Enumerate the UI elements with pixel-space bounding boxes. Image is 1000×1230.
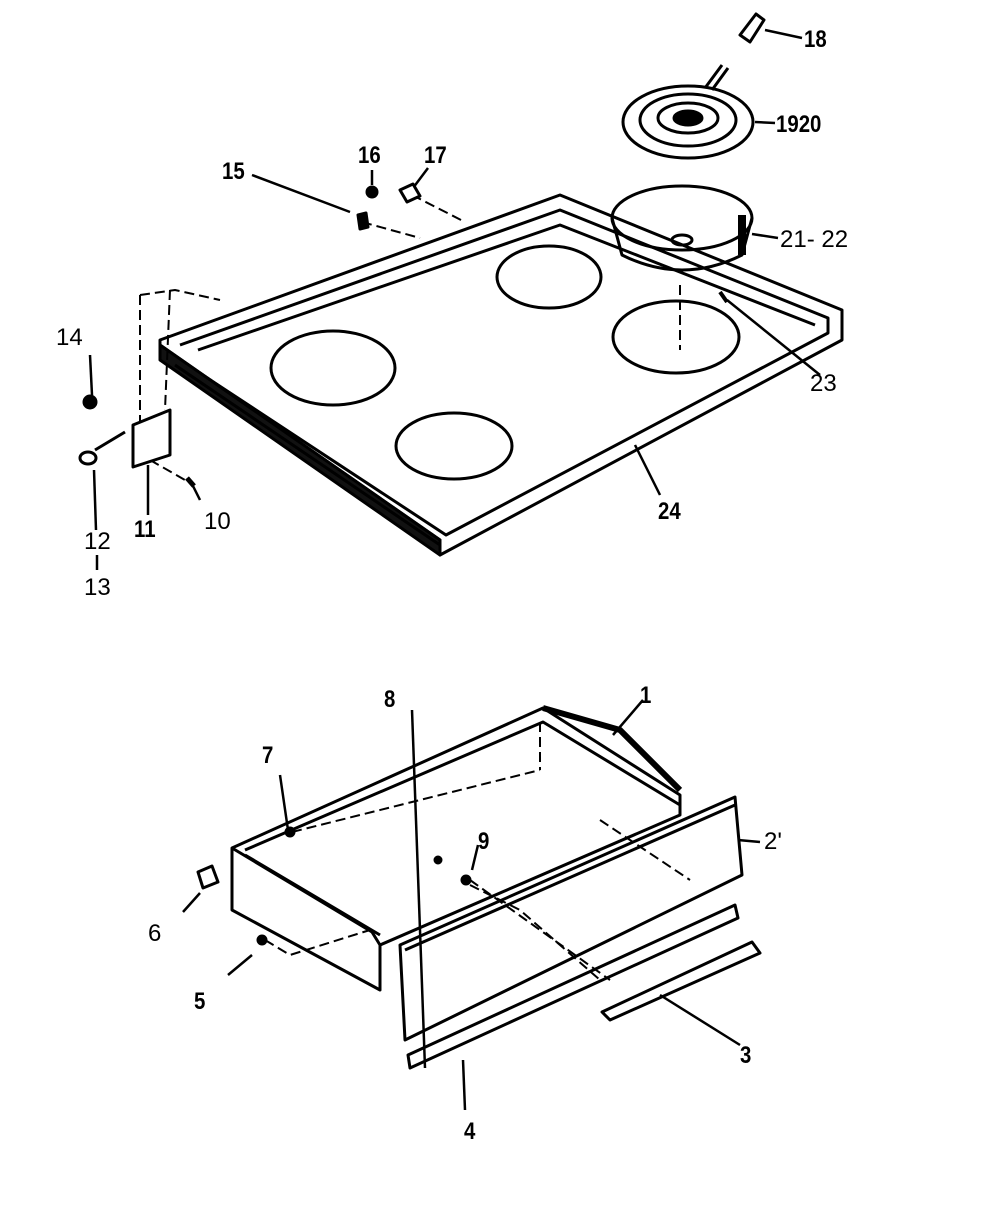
callout-23: 23 (810, 370, 837, 397)
cooktop (158, 193, 844, 557)
callout-5: 5 (194, 988, 206, 1015)
callout-24: 24 (658, 498, 681, 525)
terminal-block (738, 12, 766, 44)
callout-6: 6 (148, 920, 162, 947)
burner-opening (394, 411, 514, 481)
callout-1920: 1920 (776, 111, 822, 138)
callout-10: 10 (204, 508, 231, 535)
surface-element (621, 64, 755, 160)
burner-opening (269, 329, 397, 407)
callout-8: 8 (384, 686, 396, 713)
callout-14: 14 (56, 324, 83, 351)
callout-13: 13 (84, 574, 111, 601)
callout-9: 9 (478, 828, 490, 855)
callout-17: 17 (424, 142, 447, 169)
drawer-rail (600, 940, 762, 1022)
callout-12: 12 (84, 528, 111, 555)
callout-18: 18 (804, 26, 827, 53)
callout-3: 3 (740, 1042, 752, 1069)
callout-1: 1 (640, 682, 652, 709)
callout-7: 7 (262, 742, 274, 769)
callout-2: 2' (764, 828, 782, 855)
callout-21-22: 21- 22 (780, 226, 849, 253)
callout-16: 16 (358, 142, 381, 169)
callout-11: 11 (134, 516, 156, 543)
callout-4: 4 (464, 1118, 476, 1145)
drawer (230, 705, 762, 1070)
bracket (131, 408, 172, 469)
drip-pan (610, 184, 754, 272)
burner-opening (495, 244, 603, 310)
callout-15: 15 (222, 158, 245, 185)
burner-opening (611, 299, 741, 375)
